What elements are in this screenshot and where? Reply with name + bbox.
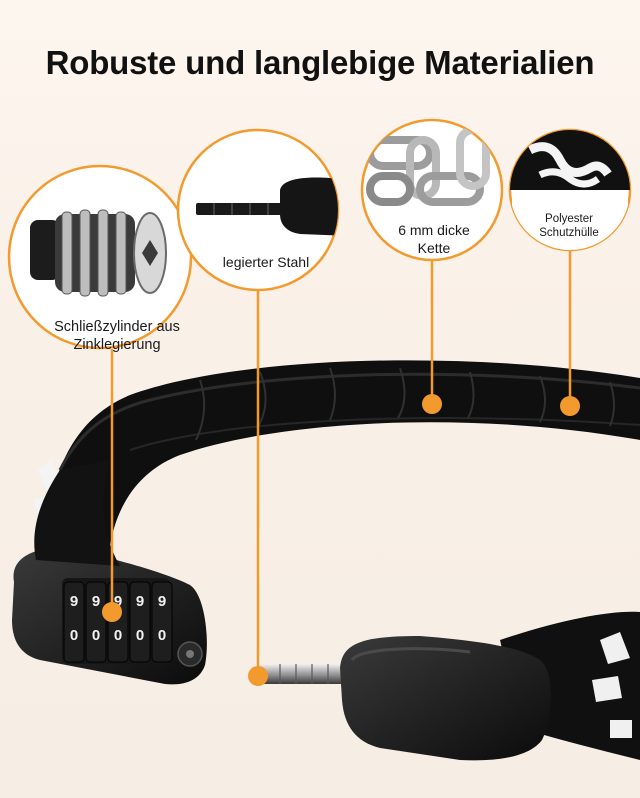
digit-wheel-4: 0 xyxy=(136,627,144,644)
sleeve-caption: Polyester Schutzhülle xyxy=(512,212,626,241)
svg-text:9: 9 xyxy=(114,593,122,610)
svg-text:9: 9 xyxy=(136,593,144,610)
sleeve-caption-line2: Schutzhülle xyxy=(539,227,599,240)
shackle-bar xyxy=(258,636,551,761)
cylinder-detail-circle xyxy=(7,164,193,350)
svg-text:9: 9 xyxy=(70,593,78,610)
svg-text:9: 9 xyxy=(158,593,166,610)
sleeve-caption-line1: Polyester xyxy=(545,213,593,225)
steel-caption: legierter Stahl xyxy=(222,254,310,270)
chain-detail-circle xyxy=(360,118,504,262)
digit-wheel-5: 0 xyxy=(158,627,166,644)
callout-dot-sleeve xyxy=(560,396,580,416)
page-title: Robuste und langlebige Materialien xyxy=(45,44,595,81)
chain-caption: 6 mm dicke Kette xyxy=(370,222,498,257)
callout-leaders xyxy=(110,250,572,676)
digit-wheel-3: 0 xyxy=(114,627,122,644)
callout-dot-steel xyxy=(248,666,268,686)
cylinder-caption-line1: Schließzylinder aus xyxy=(54,319,180,335)
steel-detail-circle xyxy=(176,128,340,292)
digit-wheel-1: 0 xyxy=(70,627,78,644)
cylinder-caption: Schließzylinder aus Zinklegierung xyxy=(22,318,212,354)
chain-caption-line2: Kette xyxy=(417,239,451,256)
cylinder-caption-line2: Zinklegierung xyxy=(73,337,161,354)
chain-caption-line1: 6 mm dicke xyxy=(398,222,470,238)
callout-dot-chain xyxy=(422,394,442,414)
digit-wheel-2: 0 xyxy=(92,627,100,644)
callout-dot-cylinder xyxy=(102,602,122,622)
svg-text:9: 9 xyxy=(92,593,100,610)
